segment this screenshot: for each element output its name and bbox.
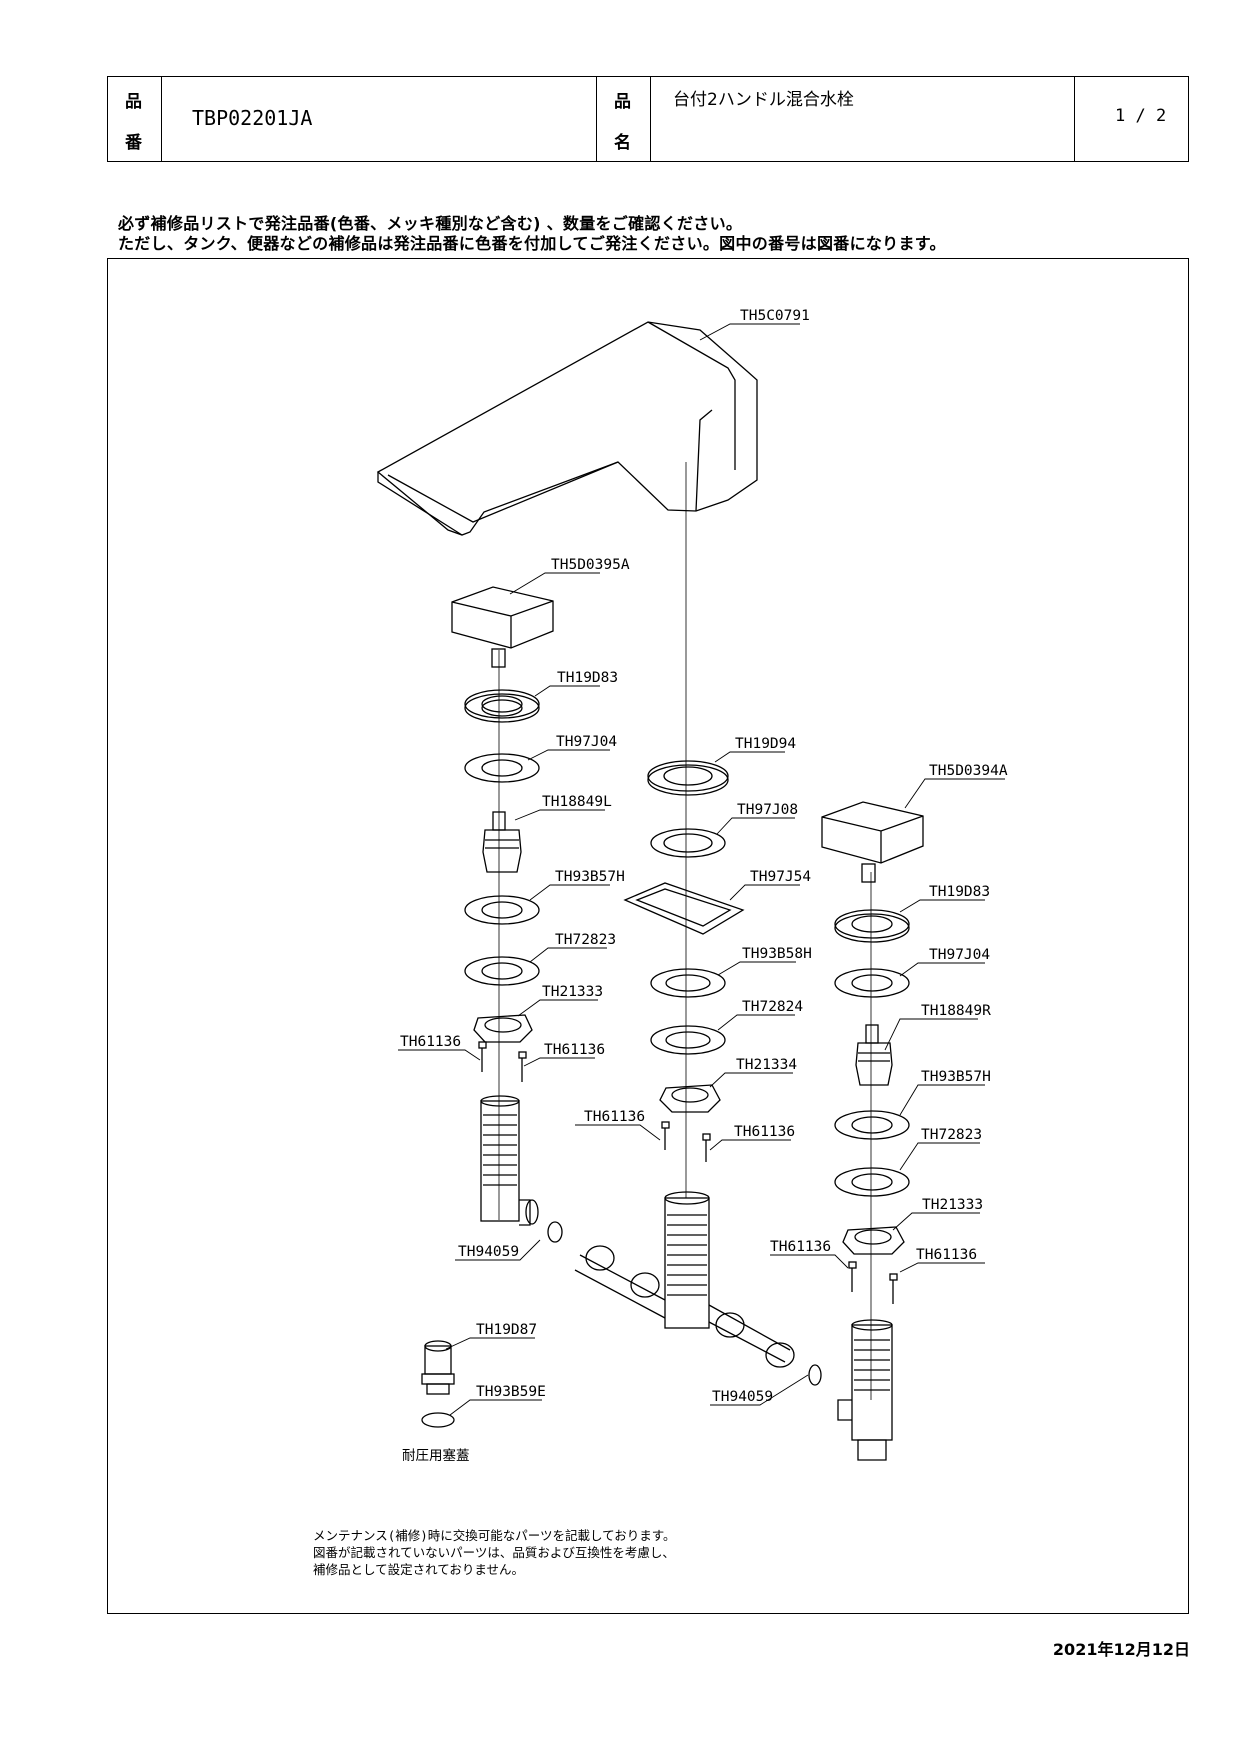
label-washer-left: TH97J04 — [556, 734, 617, 750]
label-gasket-center: TH97J54 — [750, 869, 811, 885]
note-line-2: ただし、タンク、便器などの補修品は発注品番に色番を付加してご発注ください。図中の… — [118, 234, 946, 253]
label-washer-right: TH97J04 — [929, 947, 990, 963]
label-gasket-left: TH72823 — [555, 932, 616, 948]
label-gasket2-center: TH72824 — [742, 999, 803, 1015]
name-label-1: 品 — [614, 92, 631, 112]
label-union-left: TH94059 — [458, 1244, 519, 1260]
left-nut-illustration — [464, 689, 540, 723]
footnote-line-2: 図番が記載されていないパーツは、品質および互換性を考慮し、 — [313, 1545, 675, 1560]
product-name-cell: 台付2ハンドル混合水栓 — [651, 77, 1075, 161]
part-no-label-2: 番 — [125, 133, 142, 153]
center-body-illustration — [664, 1191, 710, 1329]
label-plug-oring: TH93B59E — [476, 1384, 546, 1400]
label-ring-center: TH93B58H — [742, 946, 812, 962]
right-body-illustration — [837, 1319, 893, 1461]
label-ring-right: TH93B57H — [921, 1069, 991, 1085]
label-flange-left: TH21333 — [542, 984, 603, 1000]
diagram-frame — [107, 258, 1189, 1614]
left-washer-illustration — [464, 753, 540, 783]
label-screw-right-a: TH61136 — [770, 1239, 831, 1255]
label-plug: TH19D87 — [476, 1322, 537, 1338]
label-spout: TH5C0791 — [740, 308, 810, 324]
right-handle-illustration — [821, 801, 924, 883]
label-flange-center: TH21334 — [736, 1057, 797, 1073]
plug-illustration — [421, 1340, 455, 1428]
label-cartridge-left: TH18849L — [542, 794, 612, 810]
label-flange-right: TH21333 — [922, 1197, 983, 1213]
part-no-label-cell: 品 番 — [108, 77, 162, 161]
label-gasket-right: TH72823 — [921, 1127, 982, 1143]
footnote-line-3: 補修品として設定されておりません。 — [313, 1562, 524, 1577]
header-table: 品 番 TBP02201JA 品 名 台付2ハンドル混合水栓 1 / 2 — [107, 76, 1189, 162]
page-number: 1 / 2 — [1115, 106, 1167, 126]
label-nut-right: TH19D83 — [929, 884, 990, 900]
name-label-2: 名 — [614, 133, 631, 153]
label-nut-center: TH19D94 — [735, 736, 796, 752]
spout-illustration — [376, 321, 758, 536]
left-cartridge-illustration — [482, 811, 522, 873]
part-no-cell: TBP02201JA — [162, 77, 597, 161]
label-cartridge-right: TH18849R — [921, 1003, 991, 1019]
label-handle-right: TH5D0394A — [929, 763, 1008, 779]
issue-date: 2021年12月12日 — [1052, 1640, 1190, 1659]
label-handle-left: TH5D0395A — [551, 557, 630, 573]
label-screw-center-b: TH61136 — [734, 1124, 795, 1140]
product-name: 台付2ハンドル混合水栓 — [673, 90, 854, 110]
note-line-1: 必ず補修品リストで発注品番(色番、メッキ種別など含む) 、数量をご確認ください。 — [118, 214, 743, 233]
label-union-right: TH94059 — [712, 1389, 773, 1405]
left-handle-illustration — [451, 586, 554, 668]
label-ring-left: TH93B57H — [555, 869, 625, 885]
label-screw-left-b: TH61136 — [544, 1042, 605, 1058]
label-screw-center-a: TH61136 — [584, 1109, 645, 1125]
label-washer-center: TH97J08 — [737, 802, 798, 818]
page-cell: 1 / 2 — [1075, 77, 1188, 161]
label-plug-caption: 耐圧用塞蓋 — [402, 1447, 470, 1464]
part-no-label-1: 品 — [125, 92, 142, 112]
label-screw-right-b: TH61136 — [916, 1247, 977, 1263]
label-screw-left-a: TH61136 — [400, 1034, 461, 1050]
name-label-cell: 品 名 — [597, 77, 651, 161]
left-body-illustration — [480, 1095, 563, 1243]
part-no-value: TBP02201JA — [192, 106, 313, 130]
label-nut-left: TH19D83 — [557, 670, 618, 686]
footnote-line-1: メンテナンス(補修)時に交換可能なパーツを記載しております。 — [313, 1528, 676, 1543]
